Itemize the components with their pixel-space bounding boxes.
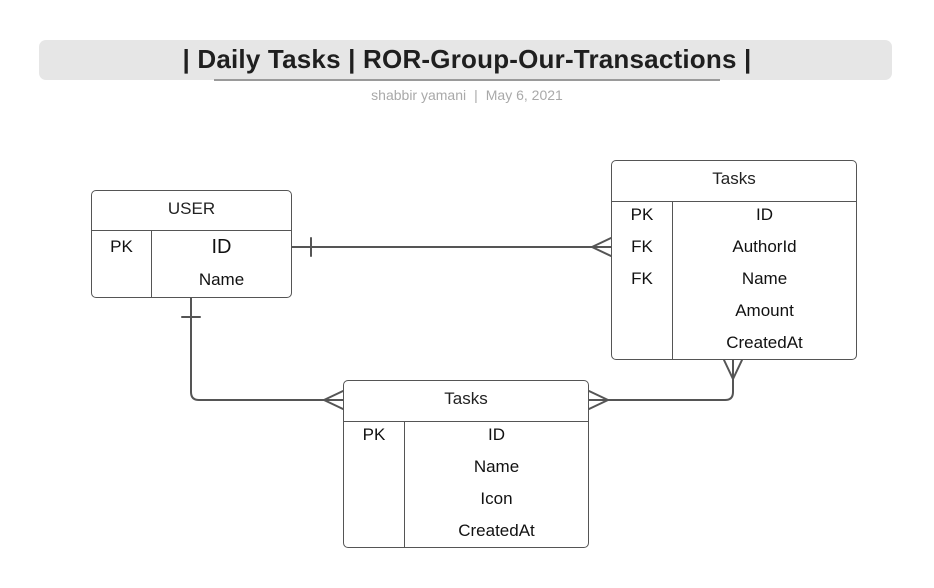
entity-tasks-bottom-row: PK ID — [344, 423, 588, 447]
connector-user-tasks-bottom — [190, 297, 344, 401]
many-mark-tasks-bottom-left — [323, 390, 344, 410]
many-mark-tasks-right-bottom — [723, 359, 743, 380]
entity-user-field: Name — [198, 270, 245, 289]
entity-tasks-right-title: Tasks — [612, 161, 856, 202]
entity-tasks-right-row: CreatedAt — [612, 331, 856, 355]
entity-tasks-right-row: Amount — [612, 299, 856, 323]
entity-user-key-column — [92, 231, 152, 297]
entity-tasks-right-row: FK AuthorId — [612, 235, 856, 259]
subtitle-separator: | — [474, 87, 478, 103]
entity-tasks-bottom-field: CreatedAt — [458, 521, 535, 540]
entity-tasks-right-field: ID — [756, 205, 773, 224]
entity-tasks-right-row: PK ID — [612, 203, 856, 227]
entity-user[interactable]: USER PK ID Name — [91, 190, 292, 298]
entity-tasks-right-key: PK — [630, 205, 654, 224]
many-mark-tasks-bottom-right — [588, 390, 609, 410]
entity-user-row: PK ID — [92, 235, 291, 259]
entity-user-body: PK ID Name — [92, 231, 291, 297]
entity-tasks-bottom-row: Name — [344, 455, 588, 479]
entity-tasks-right-row: FK Name — [612, 267, 856, 291]
entity-tasks-bottom-row: CreatedAt — [344, 519, 588, 543]
title-bar — [39, 40, 892, 80]
author-name: shabbir yamani — [371, 87, 467, 103]
entity-user-field: ID — [211, 236, 232, 258]
entity-tasks-bottom-body: PK ID Name Icon CreatedAt — [344, 422, 588, 547]
diagram-title: | Daily Tasks | ROR-Group-Our-Transactio… — [182, 44, 752, 74]
entity-tasks-bottom-field: ID — [488, 425, 505, 444]
entity-tasks-right-key: FK — [631, 237, 653, 256]
entity-tasks-right-field: CreatedAt — [726, 333, 803, 352]
entity-tasks-bottom-field: Icon — [480, 489, 513, 508]
entity-tasks-right[interactable]: Tasks PK ID FK AuthorId FK Name Amount C… — [611, 160, 857, 360]
entity-tasks-bottom-key: PK — [362, 425, 386, 444]
connector-tasks-tasks — [588, 359, 734, 401]
entity-tasks-bottom[interactable]: Tasks PK ID Name Icon CreatedAt — [343, 380, 589, 548]
entity-user-title: USER — [92, 191, 291, 231]
entity-tasks-right-field: Amount — [735, 301, 794, 320]
entity-tasks-bottom-row: Icon — [344, 487, 588, 511]
entity-tasks-right-body: PK ID FK AuthorId FK Name Amount Created… — [612, 202, 856, 359]
entity-tasks-right-field: AuthorId — [732, 237, 797, 256]
entity-user-key: PK — [110, 237, 133, 256]
entity-tasks-bottom-title: Tasks — [344, 381, 588, 422]
entity-tasks-right-key: FK — [631, 269, 653, 288]
diagram-date: May 6, 2021 — [485, 87, 563, 103]
entity-tasks-bottom-field: Name — [473, 457, 520, 476]
entity-user-row: Name — [92, 268, 291, 292]
entity-tasks-right-key-column — [612, 202, 673, 359]
many-mark-tasks-right — [591, 237, 612, 257]
entity-tasks-right-field: Name — [741, 269, 788, 288]
diagram-subtitle: shabbir yamani | May 6, 2021 — [0, 87, 934, 103]
entity-tasks-bottom-key-column — [344, 422, 405, 547]
title-underline — [214, 79, 720, 81]
